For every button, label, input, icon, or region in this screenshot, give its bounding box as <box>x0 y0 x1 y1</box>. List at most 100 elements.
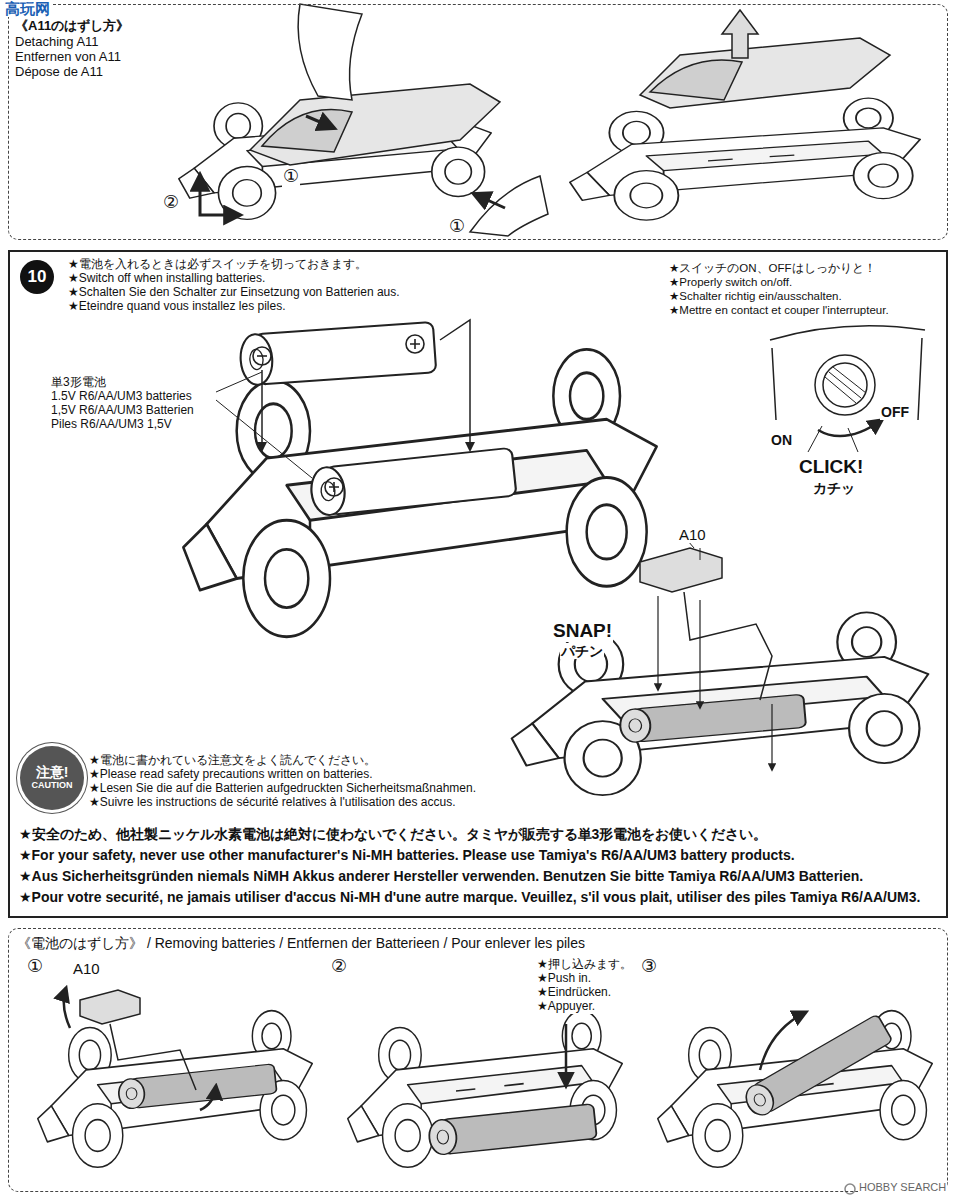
direction-arrow <box>200 116 505 215</box>
line-art <box>741 1014 893 1120</box>
a10-clip <box>80 990 196 1090</box>
line-art <box>216 372 262 392</box>
switch-label: OFF <box>880 404 910 420</box>
line-art <box>329 482 339 492</box>
line-art <box>298 4 362 100</box>
line-art <box>262 110 352 152</box>
line-art <box>257 355 267 357</box>
node-text: ★Switch off when installing batteries. <box>68 272 265 286</box>
line-art <box>772 338 922 420</box>
callout-number: ② <box>162 192 180 213</box>
logo-mark <box>845 1184 855 1194</box>
hand <box>298 4 548 236</box>
node-text: CAUTION <box>32 781 73 791</box>
chassis-drawing <box>183 349 656 636</box>
note-text: ★Push in. <box>536 972 592 986</box>
node-text: Detaching A11 <box>15 35 99 50</box>
line-art <box>570 98 920 220</box>
note-text: ★Mettre en contact et couper l'interrupt… <box>668 304 890 317</box>
part-label: Piles R6/AA/UM3 1,5V <box>50 418 173 432</box>
line-art <box>406 335 424 353</box>
line-art <box>699 600 700 708</box>
step-panel: ★電池を入れるときは必ずスイッチを切っておきます。★Switch off whe… <box>8 250 948 918</box>
leader-line <box>216 320 470 478</box>
line-art <box>110 1024 196 1090</box>
callout-number: ① <box>448 216 466 237</box>
line-art <box>239 322 436 386</box>
line-art <box>640 38 890 108</box>
line-art <box>80 990 140 1024</box>
sound-label: SNAP! <box>552 620 613 642</box>
part-label: 1.5V R6/AA/UM3 batteries <box>50 390 193 404</box>
switch-drawing <box>770 326 925 452</box>
line-art <box>684 592 772 700</box>
part-label: A10 <box>72 960 101 977</box>
line-art <box>183 349 656 636</box>
note-text: ★Schalter richtig ein/ausschalten. <box>668 290 843 303</box>
step-panel: 《電池のはずし方》 / Removing batteries / Entfern… <box>8 928 948 1192</box>
sound-label: CLICK! <box>798 456 864 478</box>
line-art <box>250 84 500 165</box>
callout-number: ① <box>26 956 44 977</box>
line-art <box>348 1011 623 1168</box>
line-art <box>428 1104 597 1156</box>
line-art <box>640 548 722 592</box>
line-art <box>619 694 806 743</box>
line-art <box>650 60 742 100</box>
warning-text: ★Aus Sicherheitsgründen niemals NiMH Akk… <box>18 868 864 884</box>
a10-clip <box>640 534 772 700</box>
line-art <box>512 612 929 795</box>
node-text: 《電池のはずし方》 / Removing batteries / Entfern… <box>17 935 585 951</box>
line-art <box>200 175 240 215</box>
warning-text: ★For your safety, never use other manufa… <box>18 847 796 863</box>
node-text: Entfernen von A11 <box>15 50 121 65</box>
part-label: 1,5V R6/AA/UM3 Batterien <box>50 404 195 418</box>
step-number: 10 <box>20 260 54 294</box>
note-text: ★Please read safety precautions written … <box>88 768 374 782</box>
battery-drawing <box>239 322 517 517</box>
callout-number: ① <box>282 166 300 187</box>
line-art <box>216 400 312 478</box>
line-art <box>658 1011 933 1168</box>
node-text: ★電池を入れるときは必ずスイッチを切っておきます。 <box>68 258 367 272</box>
callout-number: ② <box>330 956 348 977</box>
note-text: ★Properly switch on/off. <box>668 276 793 289</box>
line-art <box>117 1064 276 1110</box>
line-art <box>565 1024 568 1086</box>
line-art <box>38 1011 313 1168</box>
line-art <box>306 116 334 128</box>
node-text: ★Eteindre quand vous installez les piles… <box>68 300 286 314</box>
line-art <box>815 355 875 415</box>
note-text: ★電池に書かれている注意文をよく読んでください。 <box>88 754 377 768</box>
line-art <box>771 704 772 770</box>
step-panel: 《A11のはずし方》Detaching A11Entfernen von A11… <box>8 4 948 240</box>
line-art <box>261 370 263 450</box>
line-art <box>200 1086 216 1110</box>
part-label: 単3形電池 <box>50 376 107 390</box>
line-art <box>410 339 420 349</box>
line-art <box>825 367 866 403</box>
line-art <box>64 988 70 1028</box>
direction-arrow <box>64 988 806 1110</box>
node-text: 10 <box>28 267 47 287</box>
line-art <box>253 347 271 365</box>
part-label: A10 <box>678 526 707 543</box>
line-art <box>440 320 470 450</box>
line-art <box>808 426 858 452</box>
node-text: 《A11のはずし方》 <box>15 19 129 34</box>
line-art <box>470 176 548 236</box>
chassis-drawing <box>38 1011 933 1168</box>
chassis-drawing <box>512 612 929 795</box>
line-art <box>474 194 505 208</box>
line-art <box>657 596 658 690</box>
note-text: ★スイッチのON、OFFはしっかりと！ <box>668 262 877 275</box>
callout-number: ③ <box>640 956 658 977</box>
line-art <box>325 478 343 496</box>
note-text: ★Eindrücken. <box>536 986 612 1000</box>
sound-label: カチッ <box>812 480 856 496</box>
switch-label: ON <box>770 432 793 448</box>
note-text: ★Lesen Sie die auf die Batterien aufgedr… <box>88 782 477 796</box>
note-text: ★押し込みます。 <box>536 958 633 972</box>
warning-text: ★安全のため、他社製ニッケル水素電池は絶対に使わないでください。タミヤが販売する… <box>18 826 768 842</box>
